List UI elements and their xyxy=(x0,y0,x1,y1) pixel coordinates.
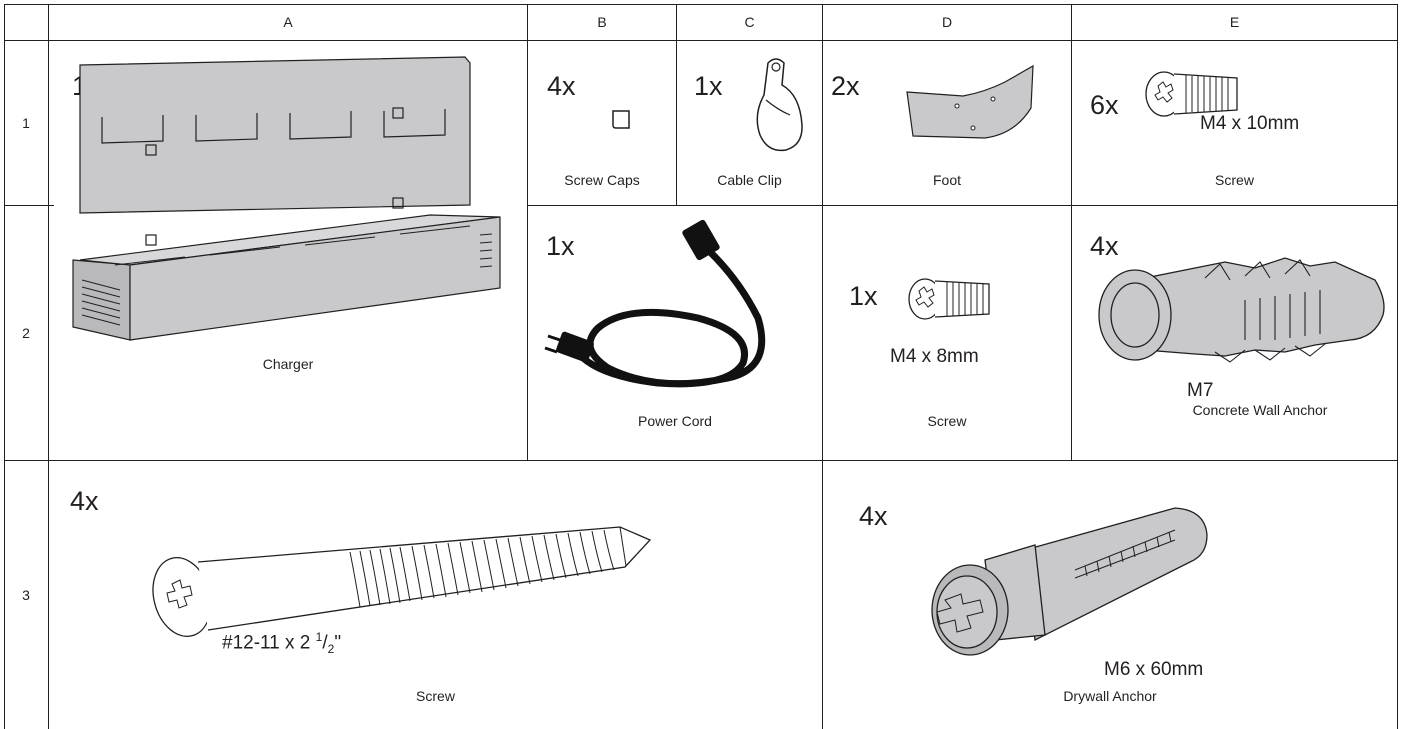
row-label-1: 1 xyxy=(22,115,30,131)
power-cord-caption: Power Cord xyxy=(638,413,712,429)
screw-12-11-size-main: #12-11 x 2 xyxy=(222,632,316,654)
screw-m4x8-icon xyxy=(908,278,990,320)
col-header-a: A xyxy=(283,14,293,30)
row-divider-1-2 xyxy=(4,205,54,206)
charger-caption: Charger xyxy=(262,356,314,372)
row-divider-1-2-right xyxy=(527,205,1398,206)
header-divider xyxy=(4,40,1398,41)
screw-12-11-size-unit: " xyxy=(334,632,342,654)
row-label-2: 2 xyxy=(22,325,30,341)
foot-caption: Foot xyxy=(932,172,961,188)
col-divider-d-e xyxy=(1071,4,1072,460)
wall-anchor-caption: Concrete Wall Anchor xyxy=(1192,402,1328,418)
table-border-right xyxy=(1397,4,1398,729)
row-divider-2-3 xyxy=(4,460,1398,461)
table-border-top xyxy=(4,4,1398,5)
screw-m4x10-size: M4 x 10mm xyxy=(1200,113,1300,134)
screw-cap-icon xyxy=(612,110,630,129)
col-header-c: C xyxy=(744,14,755,30)
wall-anchor-quantity: 4x xyxy=(1090,231,1119,261)
cable-clip-icon xyxy=(756,58,803,152)
screw-12-11-caption: Screw xyxy=(416,688,455,704)
screw-12-11-illustration xyxy=(152,526,652,637)
screw-12-11-size-numerator: 1 xyxy=(315,630,323,644)
screw-m4x8-quantity: 1x xyxy=(849,281,878,311)
cable-clip-quantity: 1x xyxy=(694,71,723,101)
col-divider-label xyxy=(48,4,49,729)
foot-quantity: 2x xyxy=(831,71,860,101)
screw-m4x8-size: M4 x 8mm xyxy=(890,346,979,367)
wall-anchor-size: M7 xyxy=(1187,380,1214,401)
screw-caps-caption: Screw Caps xyxy=(564,172,640,188)
row-label-3: 3 xyxy=(22,587,30,603)
screw-m4x10-icon xyxy=(1145,71,1238,117)
drywall-anchor-caption: Drywall Anchor xyxy=(1063,688,1157,704)
drywall-anchor-illustration xyxy=(931,507,1208,656)
screw-caps-quantity: 4x xyxy=(547,71,576,101)
foot-illustration xyxy=(906,64,1034,139)
screw-m4x8-caption: Screw xyxy=(927,413,967,429)
col-header-b: B xyxy=(597,14,607,30)
col-header-e: E xyxy=(1229,14,1240,30)
wall-anchor-illustration xyxy=(1098,257,1385,363)
screw-12-11-quantity: 4x xyxy=(70,486,99,516)
col-header-d: D xyxy=(941,14,953,30)
power-cord-illustration xyxy=(544,219,766,388)
col-divider-a-b xyxy=(527,4,528,460)
cable-clip-caption: Cable Clip xyxy=(717,172,782,188)
table-border-left xyxy=(4,4,5,729)
charger-illustration xyxy=(72,56,501,341)
screw-12-11-size-denominator: 2 xyxy=(327,642,335,657)
drywall-anchor-quantity: 4x xyxy=(859,501,888,531)
screw-m4x10-quantity: 6x xyxy=(1090,90,1119,120)
screw-12-11-size: #12-11 x 2 1/2" xyxy=(222,630,342,657)
col-divider-c-d xyxy=(822,4,823,729)
screw-m4x10-caption: Screw xyxy=(1215,172,1254,188)
col-divider-b-c xyxy=(676,4,677,205)
power-cord-quantity: 1x xyxy=(546,231,575,261)
drywall-anchor-size: M6 x 60mm xyxy=(1104,659,1204,680)
